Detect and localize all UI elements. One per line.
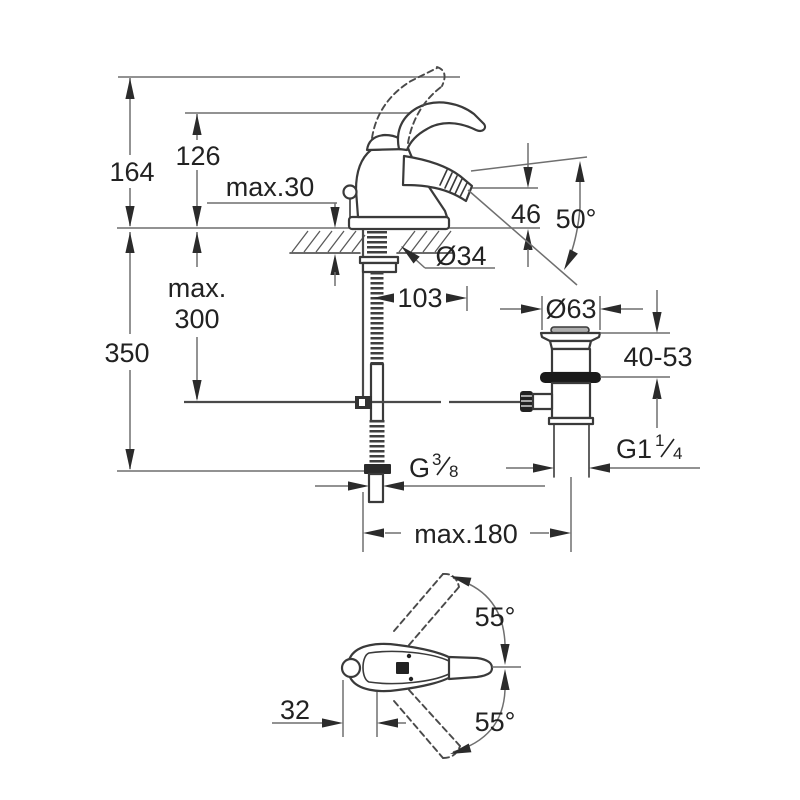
popup-rod-knob bbox=[342, 184, 358, 200]
g114-numerator: 1 bbox=[655, 431, 664, 450]
g38-numerator: 3 bbox=[432, 450, 441, 469]
popup-waste-drain bbox=[520, 326, 602, 552]
dim-164-label: 164 bbox=[109, 157, 154, 187]
g38-main-label: G bbox=[409, 453, 430, 483]
dimension-supply-thread-g38: G 3 8 bbox=[315, 450, 545, 491]
g114-main-label: G1 bbox=[616, 434, 652, 464]
dimension-total-height-164: 164 bbox=[109, 78, 155, 227]
dimension-103: 103 bbox=[373, 283, 468, 313]
handle-lever-top bbox=[447, 655, 494, 681]
dimension-offset-32: 32 bbox=[272, 680, 406, 737]
dimension-flange-diameter-63: Ø63 bbox=[500, 294, 643, 330]
drain-gasket bbox=[540, 372, 601, 383]
dimension-spout-angle-50: 50° bbox=[467, 156, 597, 286]
dimension-waste-thread-g114: G1 1 4 bbox=[506, 431, 700, 473]
dimension-clamp-range-40-53: 40-53 bbox=[600, 290, 693, 428]
aerator-ribs bbox=[439, 169, 468, 198]
dim-d63-label: Ø63 bbox=[545, 294, 596, 324]
dimension-handle-height-126: 126 bbox=[175, 114, 221, 227]
dimension-reach-max180: max.180 bbox=[362, 492, 571, 552]
faucet-spout bbox=[401, 154, 474, 203]
hose-nut bbox=[364, 464, 391, 474]
g38-denominator: 8 bbox=[449, 462, 458, 481]
dim-32-label: 32 bbox=[280, 695, 310, 725]
dim-d34-label: Ø34 bbox=[435, 241, 486, 271]
drain-flange bbox=[539, 331, 602, 343]
supply-and-rod-plumbing bbox=[184, 229, 521, 504]
dim-126-label: 126 bbox=[175, 141, 220, 171]
dim-max300-label-line1: max. bbox=[168, 273, 227, 303]
handle-swing-upper-dashed bbox=[393, 573, 460, 646]
handle-top-view: 55° 55° 32 bbox=[272, 571, 521, 759]
reference-lines bbox=[117, 76, 540, 472]
dim-46-label: 46 bbox=[511, 199, 541, 229]
dimension-spout-height-46: 46 bbox=[511, 143, 541, 267]
faucet-front-view bbox=[342, 66, 487, 231]
dimension-deck-thickness-max30: max.30 bbox=[207, 172, 340, 286]
dim-max300-label-line2: 300 bbox=[174, 304, 219, 334]
dim-max180-label: max.180 bbox=[414, 519, 518, 549]
handle-raised-position-dashed bbox=[371, 66, 446, 144]
dim-50deg-label: 50° bbox=[556, 204, 597, 234]
dim-40-53-label: 40-53 bbox=[623, 342, 692, 372]
dimension-hose-length-350: 350 bbox=[104, 232, 150, 470]
dim-103-label: 103 bbox=[397, 283, 442, 313]
dim-350-label: 350 bbox=[104, 338, 149, 368]
faucet-lever-handle bbox=[396, 101, 487, 152]
dim-55-upper-label: 55° bbox=[475, 602, 516, 632]
faucet-base bbox=[347, 215, 451, 231]
g114-denominator: 4 bbox=[673, 444, 682, 463]
dim-55-lower-label: 55° bbox=[475, 707, 516, 737]
dimension-hole-diameter-34: Ø34 bbox=[397, 241, 495, 271]
dim-max30-label: max.30 bbox=[226, 172, 315, 202]
dimension-rod-length-max300: max. 300 bbox=[168, 232, 227, 401]
handle-swing-lower-dashed bbox=[393, 689, 461, 759]
